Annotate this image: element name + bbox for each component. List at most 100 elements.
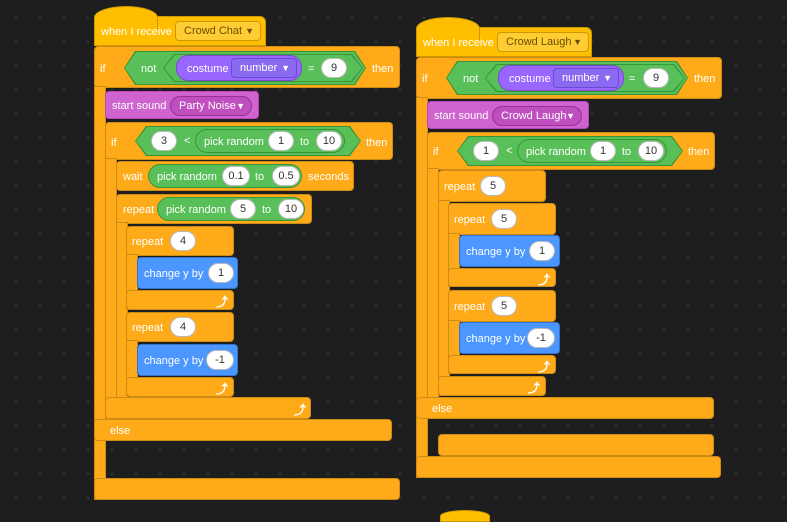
to-label: to	[300, 136, 310, 148]
to-label: to	[622, 146, 632, 158]
to-label: to	[262, 204, 272, 216]
lt-rand-from-input[interactable]: 1	[268, 131, 294, 151]
loop-arrow-icon: ⤴	[528, 381, 541, 395]
loop-arrow-icon: ⤴	[216, 295, 229, 309]
repeat1-bottom	[126, 290, 234, 310]
repeat1-bottom	[448, 268, 556, 287]
message-dropdown[interactable]: Crowd Laugh ▼	[497, 32, 589, 52]
equals-label: =	[629, 73, 636, 85]
else-bar[interactable]	[416, 397, 714, 419]
to-label: to	[255, 171, 265, 183]
if-label: if	[422, 73, 428, 85]
repeat-rand-to-input[interactable]: 10	[278, 199, 304, 219]
repeat-arm	[116, 222, 128, 398]
change2-value-input[interactable]: -1	[527, 328, 555, 348]
sound-dropdown[interactable]: Crowd Laugh ▼	[492, 106, 582, 126]
outer-repeat-count-input[interactable]: 5	[480, 176, 506, 196]
repeat2-count-input[interactable]: 4	[170, 317, 196, 337]
else-empty-slot	[438, 434, 714, 456]
costume-option: number	[240, 62, 278, 74]
change1-value-input[interactable]: 1	[529, 241, 555, 261]
repeat2-bottom	[448, 355, 556, 374]
pick-random-label: pick random	[526, 146, 586, 158]
costume-dropdown[interactable]: number ▼	[231, 58, 297, 78]
if-label: if	[100, 63, 106, 75]
repeat1-count-input[interactable]: 5	[491, 209, 517, 229]
else-label: else	[432, 403, 453, 415]
hat-cap	[94, 6, 158, 29]
lt-rand-from-input[interactable]: 1	[590, 141, 616, 161]
not-label: not	[141, 63, 157, 75]
not-label: not	[463, 73, 479, 85]
repeat-rand-from-input[interactable]: 5	[230, 199, 256, 219]
wait-rand-to-input[interactable]: 0.5	[272, 166, 300, 186]
repeat2-bottom	[126, 377, 234, 397]
loop-arrow-icon: ⤴	[294, 403, 307, 417]
when-i-receive-hat[interactable]: when I receive Crowd Chat ▼	[94, 6, 266, 46]
chevron-down-icon: ▼	[236, 101, 245, 111]
costume-label: costume	[187, 63, 229, 75]
change-y-label: change y by	[466, 246, 526, 258]
change-y-block[interactable]: change y by	[459, 235, 560, 267]
costume-dropdown[interactable]: number ▼	[553, 68, 619, 88]
hat-cap	[416, 17, 480, 40]
costume-reporter[interactable]: costume number ▼	[498, 65, 624, 91]
wait-label: wait	[123, 171, 143, 183]
else-bar[interactable]	[94, 419, 392, 441]
lt-left-input[interactable]: 3	[151, 131, 177, 151]
chevron-down-icon: ▼	[245, 26, 254, 36]
change2-value-input[interactable]: -1	[206, 350, 234, 370]
equals-value-input[interactable]: 9	[643, 68, 669, 88]
repeat2-count-input[interactable]: 5	[491, 296, 517, 316]
loop-arrow-icon: ⤴	[538, 273, 551, 287]
outer-repeat-bottom	[438, 376, 546, 396]
message-dropdown[interactable]: Crowd Chat ▼	[175, 21, 261, 41]
chevron-down-icon: ▼	[573, 37, 582, 47]
repeat1-count-input[interactable]: 4	[170, 231, 196, 251]
repeat-label: repeat	[123, 204, 155, 216]
start-sound-label: start sound	[112, 100, 167, 112]
when-i-receive-hat[interactable]: when I receive Crowd Laugh ▼	[416, 17, 592, 57]
costume-reporter[interactable]: costume number ▼	[176, 55, 302, 81]
pick-random-label: pick random	[166, 204, 226, 216]
change-y-label: change y by	[144, 268, 204, 280]
inner-then-label: then	[688, 146, 710, 158]
repeat-label: repeat	[454, 214, 486, 226]
pick-random-label: pick random	[157, 171, 217, 183]
equals-label: =	[308, 63, 315, 75]
partial-hat-block[interactable]	[440, 510, 490, 522]
change-y-label: change y by	[466, 333, 526, 345]
costume-option: number	[562, 72, 600, 84]
hat-label: when I receive	[101, 26, 172, 38]
seconds-label: seconds	[308, 171, 349, 183]
less-than-label: <	[506, 145, 513, 157]
lt-left-input[interactable]: 1	[473, 141, 499, 161]
message-value: Crowd Chat	[184, 25, 243, 37]
start-sound-block[interactable]: start sound Crowd Laugh ▼	[427, 101, 589, 129]
start-sound-label: start sound	[434, 110, 489, 122]
chevron-down-icon: ▼	[603, 73, 612, 83]
inner-if-label: if	[111, 137, 117, 149]
sound-dropdown[interactable]: Party Noise ▼	[170, 96, 252, 116]
message-value: Crowd Laugh	[506, 36, 572, 48]
inner-if-bottom	[105, 397, 311, 419]
costume-label: costume	[509, 73, 551, 85]
change-y-label: change y by	[144, 355, 204, 367]
else-label: else	[110, 425, 131, 437]
loop-arrow-icon: ⤴	[216, 382, 229, 396]
wait-rand-from-input[interactable]: 0.1	[222, 166, 250, 186]
repeat-label: repeat	[454, 301, 486, 313]
repeat-label: repeat	[132, 322, 164, 334]
lt-rand-to-input[interactable]: 10	[638, 141, 664, 161]
sound-option: Crowd Laugh	[501, 110, 567, 122]
change1-value-input[interactable]: 1	[208, 263, 234, 283]
repeat-label: repeat	[444, 181, 476, 193]
change-y-block[interactable]: change y by	[137, 257, 238, 289]
sound-option: Party Noise	[179, 100, 236, 112]
lt-rand-to-input[interactable]: 10	[316, 131, 342, 151]
repeat-label: repeat	[132, 236, 164, 248]
start-sound-block[interactable]: start sound Party Noise ▼	[105, 91, 259, 119]
equals-value-input[interactable]: 9	[321, 58, 347, 78]
then-label: then	[372, 63, 394, 75]
chevron-down-icon: ▼	[566, 111, 575, 121]
